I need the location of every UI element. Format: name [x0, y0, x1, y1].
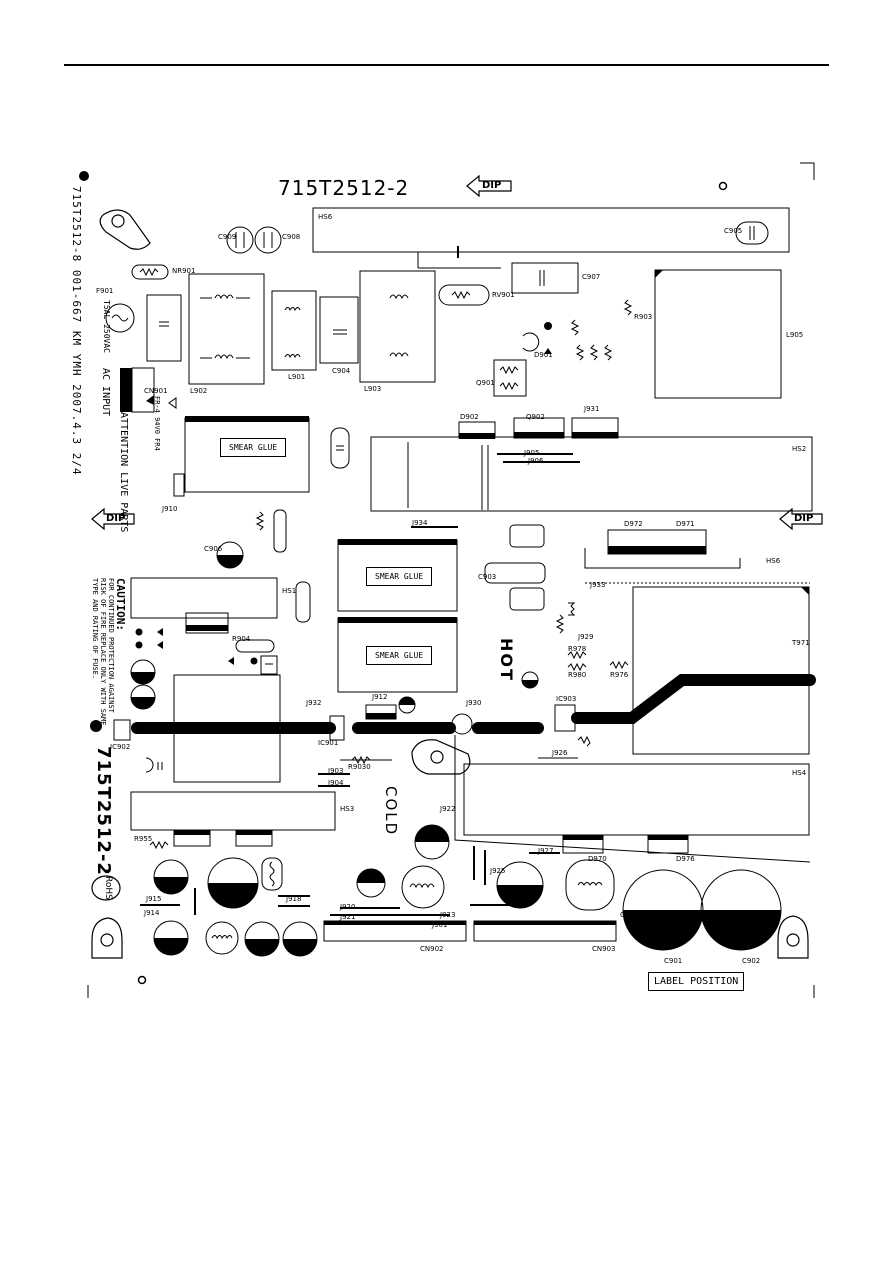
ref-ic901: IC901 — [318, 739, 339, 747]
ref-j910: J910 — [162, 505, 178, 513]
ref-q901: Q901 — [476, 379, 495, 387]
label-position-box: LABEL POSITION — [648, 972, 745, 991]
hot-label: HOT — [497, 638, 516, 682]
ref-q902: Q902 — [526, 413, 545, 421]
ref-j930: J930 — [466, 699, 482, 707]
ref-r9030: R9030 — [348, 763, 371, 771]
side-code: 715T2512-8 001-667 KM YMH 2007.4.3 2/4 — [70, 186, 83, 476]
caution-title: CAUTION: — [114, 578, 127, 631]
ref-j929: J929 — [578, 633, 594, 641]
cold-label: COLD — [382, 786, 400, 837]
ref-c909: C909 — [218, 233, 237, 241]
ref-ic902: IC902 — [110, 743, 131, 751]
ref-c908: C908 — [282, 233, 301, 241]
dip-label-top: DIP — [482, 180, 502, 191]
ref-f901: F901 — [96, 287, 114, 295]
ref-cn903: CN903 — [592, 945, 616, 953]
ref-r980: R980 — [568, 671, 587, 679]
caution-line-2: RISK OF FIRE REPLACE ONLY WITH SAME — [99, 578, 107, 726]
ref-j905: J905 — [524, 449, 540, 457]
ref-l903: L903 — [364, 385, 382, 393]
ref-d901: D901 — [534, 351, 553, 359]
ref-hs4: HS4 — [792, 769, 807, 777]
ref-r903: R903 — [634, 313, 653, 321]
ref-d902: D902 — [460, 413, 479, 421]
ref-j921: J921 — [340, 913, 356, 921]
fuse-rating: T5AL 250VAC — [102, 300, 111, 353]
ref-j932: J932 — [306, 699, 322, 707]
ref-j931: J931 — [584, 405, 600, 413]
ref-t971: T971 — [792, 639, 810, 647]
ref-nr901: NR901 — [172, 267, 196, 275]
ref-rv901: RV901 — [492, 291, 515, 299]
ref-hs3: HS3 — [340, 805, 355, 813]
ref-cn901: CN901 — [144, 387, 168, 395]
board-id-top: 715T2512-2 — [278, 176, 410, 200]
board-id-side: 715T2512-2 — [93, 746, 114, 876]
ref-d972: D972 — [624, 520, 643, 528]
attention-label: ATTENTION LIVE PARTS — [118, 412, 129, 533]
ref-j904: J904 — [328, 779, 344, 787]
ref-l901: L901 — [288, 373, 306, 381]
ref-j934: J934 — [412, 519, 428, 527]
ref-c902: C902 — [742, 957, 761, 965]
fr-rating: FR-4 94V0 FR4 — [153, 396, 161, 451]
rohs-label: RoHS — [103, 876, 113, 900]
ref-r976: R976 — [610, 671, 629, 679]
ref-j933: J933 — [590, 581, 606, 589]
ref-j906: J906 — [528, 457, 544, 465]
ref-c907: C907 — [582, 273, 601, 281]
ref-j903: J903 — [328, 767, 344, 775]
ref-hs2: HS2 — [792, 445, 807, 453]
ref-j914: J914 — [144, 909, 160, 917]
ref-j925: J925 — [490, 867, 506, 875]
ref-j923: J923 — [440, 911, 456, 919]
smear-glue-label-3: SMEAR GLUE — [366, 646, 433, 665]
ref-l905: L905 — [786, 331, 804, 339]
ref-j915: J915 — [146, 895, 162, 903]
smear-glue-label-2: SMEAR GLUE — [366, 567, 433, 586]
smear-glue-label-1: SMEAR GLUE — [220, 438, 287, 457]
ref-r955: R955 — [134, 835, 153, 843]
ref-cn904: CN904 — [620, 911, 644, 919]
ref-c906: C906 — [204, 545, 223, 553]
ref-ic903: IC903 — [556, 695, 577, 703]
dip-label-left: DIP — [106, 513, 126, 524]
ref-c903: C903 — [478, 573, 497, 581]
ref-d970: D970 — [588, 855, 607, 863]
ref-cn902: CN902 — [420, 945, 444, 953]
ref-j926: J926 — [552, 749, 568, 757]
ref-l902: L902 — [190, 387, 208, 395]
ref-r978: R978 — [568, 645, 587, 653]
ref-d971: D971 — [676, 520, 695, 528]
ref-hs1: HS1 — [282, 587, 297, 595]
ref-j912: J912 — [372, 693, 388, 701]
ref-hs7: HS6 — [766, 557, 781, 565]
ref-j920: J920 — [340, 903, 356, 911]
ref-hs6: HS6 — [318, 213, 333, 221]
ref-j927: J927 — [538, 847, 554, 855]
ref-j922: J922 — [440, 805, 456, 813]
ref-j901: J901 — [432, 921, 448, 929]
ac-input-label: AC INPUT — [100, 368, 111, 417]
ref-c901: C901 — [664, 957, 683, 965]
caution-line-3: TYPE AND RATING OF FUSE. — [91, 578, 99, 680]
header-rule — [64, 64, 829, 66]
ref-j918: J918 — [286, 895, 302, 903]
ref-c904: C904 — [332, 367, 351, 375]
dip-label-right: DIP — [794, 513, 814, 524]
ref-c905: C905 — [724, 227, 743, 235]
ref-d976: D976 — [676, 855, 695, 863]
ref-r904: R904 — [232, 635, 251, 643]
caution-line-1: FOR CONTINUED PROTECTION AGAINST — [107, 578, 115, 713]
